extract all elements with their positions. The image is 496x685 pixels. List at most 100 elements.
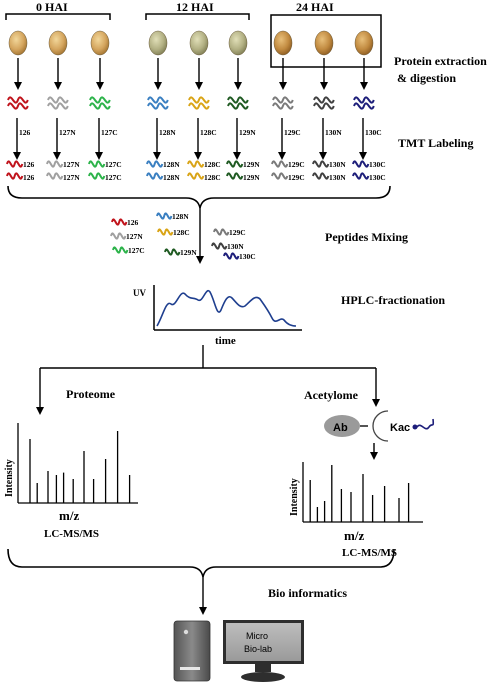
seed-icon (354, 30, 374, 56)
tmt-tag-label: 130N (325, 128, 342, 137)
brace-all-samples (7, 185, 391, 209)
brace-bottom (7, 548, 395, 578)
kac-label: Kac (390, 422, 410, 434)
tmt-tag-label: 130N (227, 242, 244, 251)
step-hplc: HPLC-fractionation (341, 293, 445, 307)
hplc-ylabel: UV (133, 288, 146, 298)
labeled-peptide (146, 160, 164, 168)
step-extraction-1: Protein extraction (394, 54, 487, 68)
timepoint-heading: 12 HAI (176, 0, 214, 14)
tmt-tag-label: 129N (243, 173, 260, 182)
spectrum-ylabel: Intensity (289, 478, 300, 516)
peptide-strand (353, 102, 375, 110)
mixed-peptide (223, 252, 240, 260)
labeled-peptide (88, 160, 106, 168)
hplc-trace (156, 289, 297, 327)
peptide-strand (7, 102, 29, 110)
peptide-strand (89, 102, 111, 110)
labeled-peptide (146, 172, 164, 180)
seed-icon (48, 30, 68, 56)
tmt-tag-label: 128C (173, 228, 190, 237)
tmt-tag-label: 128N (172, 212, 189, 221)
tmt-tag-label: 126 (127, 218, 139, 227)
labeled-peptide (6, 172, 24, 180)
computer-icon: Micro Bio-lab (173, 620, 304, 682)
tmt-tag-label: 127N (63, 173, 80, 182)
hplc-xlabel: time (215, 335, 236, 347)
step-tmt: TMT Labeling (398, 136, 473, 150)
labeled-peptide (312, 160, 330, 168)
peptide-strand (147, 96, 169, 104)
tmt-tag-label: 127N (59, 128, 76, 137)
tmt-tag-label: 128N (159, 128, 176, 137)
tmt-tag-label: 126 (23, 160, 35, 169)
mixed-peptide (213, 228, 230, 236)
labeled-peptide (352, 160, 370, 168)
timepoint-heading: 0 HAI (36, 0, 68, 14)
seed-icon (189, 30, 209, 56)
step-extraction-2: & digestion (397, 71, 456, 85)
tmt-tag-label: 127C (128, 246, 145, 255)
tmt-tag-label: 129C (284, 128, 301, 137)
peptide-strand (227, 102, 249, 110)
mixed-peptide (110, 232, 127, 240)
tmt-tag-label: 129N (180, 248, 197, 257)
tmt-tag-label: 127C (105, 173, 122, 182)
seed-icon (273, 30, 293, 56)
seed-icon (148, 30, 168, 56)
tmt-tag-label: 130C (239, 252, 256, 261)
tmt-tag-label: 126 (23, 173, 35, 182)
tmt-tag-label: 127C (101, 128, 118, 137)
peptide-strand (188, 96, 210, 104)
peptide-strand (313, 96, 335, 104)
labeled-peptide (88, 172, 106, 180)
peptide-strand (272, 102, 294, 110)
tmt-tag-label: 127C (105, 160, 122, 169)
tmt-tag-label: 128N (163, 160, 180, 169)
antibody-capture: Ab Kac (324, 410, 435, 442)
seed-icon (314, 30, 334, 56)
bracket-12hai (145, 13, 250, 20)
peptide-strand (353, 96, 375, 104)
peptide-strand (147, 102, 169, 110)
screen-text-2: Bio-lab (244, 644, 272, 654)
tmt-tag-label: 128N (163, 173, 180, 182)
labeled-peptide (187, 172, 205, 180)
peptide-strand (47, 102, 69, 110)
timepoint-heading: 24 HAI (296, 0, 334, 14)
tmt-tag-label: 129C (288, 160, 305, 169)
tmt-tag-label: 130N (329, 160, 346, 169)
peptide-strand (313, 102, 335, 110)
bracket-0hai (5, 13, 111, 20)
mixed-peptide (112, 246, 129, 254)
tmt-tag-label: 129N (243, 160, 260, 169)
labeled-peptide (226, 172, 244, 180)
labeled-peptide (46, 160, 64, 168)
labeled-peptide (271, 160, 289, 168)
spectrum-xlabel: m/z (59, 508, 79, 523)
labeled-peptide (271, 172, 289, 180)
tmt-tag-label: 130C (369, 160, 386, 169)
hplc-plot (153, 285, 302, 331)
tmt-tag-label: 129C (229, 228, 246, 237)
tmt-tag-label: 127N (63, 160, 80, 169)
spectrum-xlabel: m/z (344, 528, 364, 543)
labeled-peptide (187, 160, 205, 168)
mixed-peptide (164, 248, 181, 256)
labeled-peptide (352, 172, 370, 180)
bracket-24hai (270, 14, 382, 68)
tmt-tag-label: 130N (329, 173, 346, 182)
labeled-peptide (6, 160, 24, 168)
seed-icon (90, 30, 110, 56)
screen-text-1: Micro (246, 631, 268, 641)
step-bioinfo: Bio informatics (268, 586, 347, 600)
peptide-strand (47, 96, 69, 104)
labeled-peptide (46, 172, 64, 180)
tmt-tag-label: 128C (200, 128, 217, 137)
tmt-tag-label: 129C (288, 173, 305, 182)
step-mixing: Peptides Mixing (325, 230, 408, 244)
mixed-peptide (211, 242, 228, 250)
spectrum-ylabel: Intensity (4, 459, 15, 497)
